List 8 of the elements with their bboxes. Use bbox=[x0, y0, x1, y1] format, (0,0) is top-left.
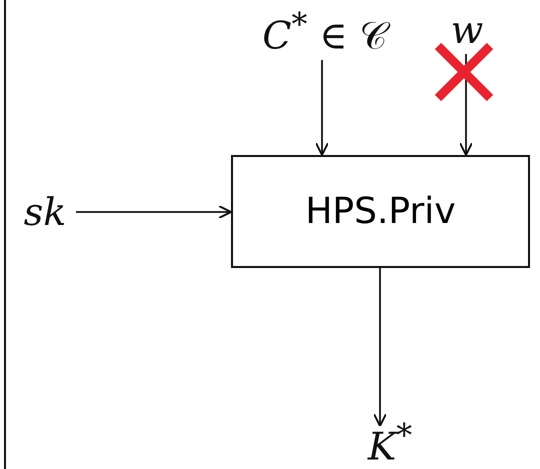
math-label: w bbox=[442, 8, 492, 52]
arrow bbox=[76, 205, 232, 219]
arrow bbox=[373, 268, 387, 427]
math-label: K$^{*}$ bbox=[355, 420, 425, 466]
math-label: sk bbox=[14, 190, 76, 234]
math-label: C$^{*}$ ∈ 𝒞 bbox=[240, 8, 410, 58]
arrow bbox=[315, 60, 329, 156]
process-box: HPS.Priv bbox=[231, 155, 530, 268]
